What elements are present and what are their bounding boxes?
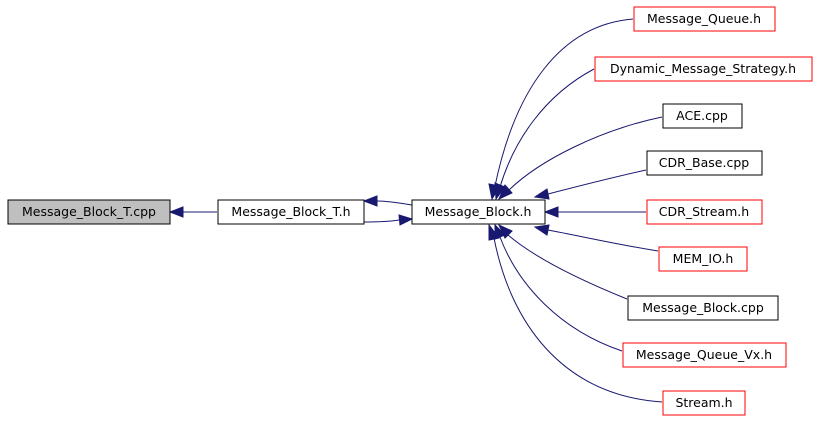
node-message-block-cpp[interactable]: Message_Block.cpp [627,295,779,321]
node-label: Message_Block.h [425,204,532,219]
edge-cdr-base-cpp [547,169,647,195]
arrow-t-cpp [168,206,184,218]
arrow-cdr-base-cpp [533,188,550,200]
node-label: Message_Block.cpp [642,300,764,315]
node-label: Message_Block_T.cpp [22,204,156,219]
node-message-block-h[interactable]: Message_Block.h [411,199,546,225]
node-mem-io-h[interactable]: MEM_IO.h [658,246,748,272]
edge-message-block-cpp [507,234,628,300]
node-dynamic-message-strategy-h[interactable]: Dynamic_Message_Strategy.h [594,56,813,82]
arrow-stream-h [488,223,500,241]
arrow-mem-io-h [533,224,550,236]
arrow-dynamic-strategy-h [494,182,506,201]
edges [168,18,663,403]
edge-t-h-to-block-h [363,219,400,223]
node-label: CDR_Stream.h [659,204,749,219]
edge-queue-vx-h [499,236,623,352]
edge-mem-io-h [547,229,659,252]
edge-block-h-to-t-h [376,200,413,206]
node-ace-cpp[interactable]: ACE.cpp [662,103,743,129]
node-label: Stream.h [675,395,732,410]
node-label: ACE.cpp [676,108,728,123]
node-stream-h[interactable]: Stream.h [662,390,746,416]
node-label: CDR_Base.cpp [659,155,750,170]
node-label: Message_Block_T.h [231,204,350,219]
node-cdr-stream-h[interactable]: CDR_Stream.h [646,199,763,225]
nodes: Message_Block_T.cpp Message_Block_T.h Me… [7,6,813,416]
node-label: MEM_IO.h [673,251,734,266]
edge-dynamic-strategy-h [499,68,595,188]
edge-ace-cpp [508,116,663,191]
arrow-ace-cpp [498,184,513,200]
arrow-block-h-lower [398,214,414,226]
node-label: Message_Queue.h [647,11,761,26]
edge-queue-h [494,18,634,187]
node-label: Dynamic_Message_Strategy.h [610,61,796,76]
node-label: Message_Queue_Vx.h [636,347,772,362]
node-cdr-base-cpp[interactable]: CDR_Base.cpp [646,150,763,176]
node-message-block-t-h[interactable]: Message_Block_T.h [217,199,365,225]
arrow-t-h-upper [362,195,378,207]
node-message-queue-vx-h[interactable]: Message_Queue_Vx.h [622,342,787,368]
edge-stream-h [493,237,663,403]
node-message-block-t-cpp[interactable]: Message_Block_T.cpp [7,199,171,225]
node-message-queue-h[interactable]: Message_Queue.h [633,6,776,32]
arrow-cdr-stream-h [543,206,559,218]
